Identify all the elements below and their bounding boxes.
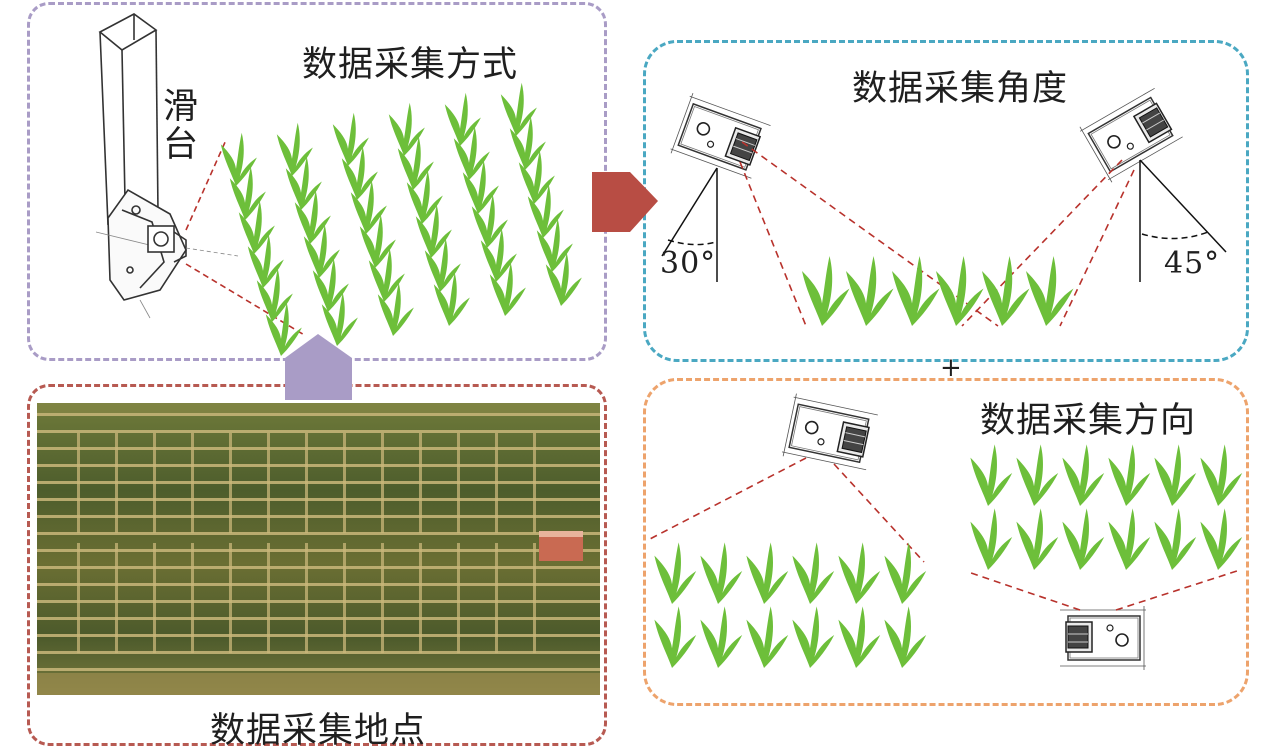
plant-grid-direction-right	[970, 444, 1243, 570]
field-photo	[37, 403, 600, 695]
plant-icon	[792, 606, 835, 668]
direction-top-camera	[780, 392, 880, 475]
plant-icon	[1200, 508, 1243, 570]
angle-guides	[661, 159, 1227, 282]
plant-icon	[1108, 508, 1151, 570]
plant-grid-method	[220, 82, 582, 356]
plant-icon	[892, 256, 940, 326]
plant-icon	[884, 606, 927, 668]
plant-row-angle	[802, 256, 1074, 326]
angle-right-camera	[1077, 84, 1186, 185]
slide-rail-icon	[95, 13, 239, 319]
method-title: 数据采集方式	[302, 45, 519, 85]
plant-icon	[654, 606, 697, 668]
plant-icon	[802, 256, 850, 326]
plant-icon	[838, 542, 881, 604]
plant-icon	[746, 606, 789, 668]
plant-icon	[654, 542, 697, 604]
plant-icon	[846, 256, 894, 326]
angle-right-value: 45°	[1164, 246, 1221, 281]
panel-collection-direction	[643, 378, 1249, 706]
plant-icon	[884, 542, 927, 604]
angle-left-camera	[668, 91, 773, 183]
plus-connector: +	[940, 353, 963, 383]
plant-icon	[700, 606, 743, 668]
direction-rays	[647, 457, 1241, 611]
plant-icon	[1026, 256, 1074, 326]
location-title: 数据采集地点	[210, 711, 427, 751]
plant-icon	[970, 508, 1013, 570]
slide-label-2: 台	[163, 125, 200, 165]
plant-icon	[982, 256, 1030, 326]
arrow-up	[285, 334, 352, 400]
plant-icon	[1062, 508, 1105, 570]
arrow-right	[592, 172, 658, 232]
plant-icon	[1200, 444, 1243, 506]
direction-bottom-camera	[1059, 605, 1147, 671]
plant-icon	[936, 256, 984, 326]
plant-icon	[792, 542, 835, 604]
plant-icon	[1062, 444, 1105, 506]
plant-icon	[700, 542, 743, 604]
direction-title: 数据采集方向	[980, 401, 1197, 441]
plant-icon	[1154, 508, 1197, 570]
field-plots	[37, 403, 600, 695]
plant-icon	[746, 542, 789, 604]
plant-grid-direction-left	[654, 542, 927, 668]
plant-icon	[1154, 444, 1197, 506]
angle-rays	[739, 141, 1135, 327]
angle-title: 数据采集角度	[852, 69, 1069, 109]
plant-icon	[970, 444, 1013, 506]
angle-left-value: 30°	[660, 246, 717, 281]
plant-icon	[1108, 444, 1151, 506]
plant-icon	[1016, 444, 1059, 506]
plant-icon	[1016, 508, 1059, 570]
slide-label-1: 滑	[163, 87, 200, 127]
plant-icon	[838, 606, 881, 668]
